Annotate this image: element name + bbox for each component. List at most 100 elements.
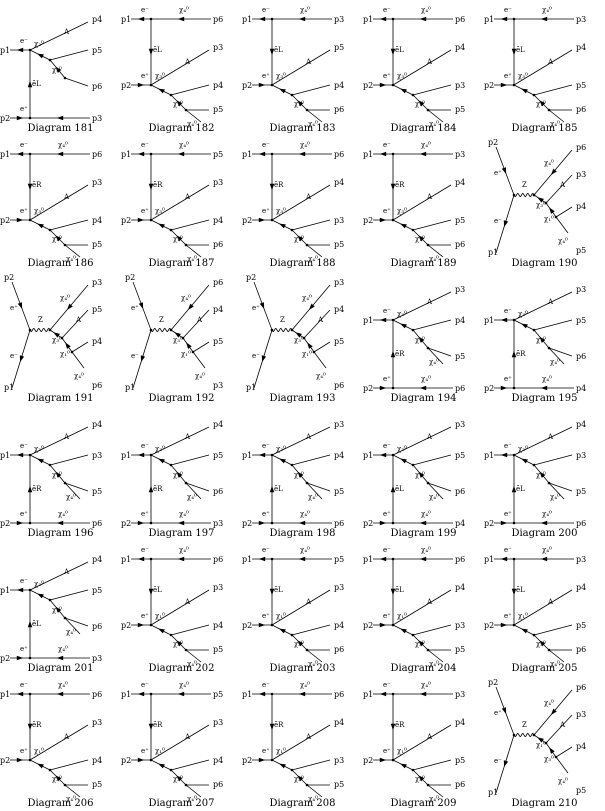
propagator-line [170, 219, 210, 231]
neutralino-label: χ₃⁰ [518, 310, 528, 318]
arrow-head [379, 622, 387, 628]
propagator-line [555, 216, 569, 234]
propagator-line [392, 291, 452, 321]
propagator-line [533, 84, 573, 96]
momentum-label: p3 [92, 178, 102, 187]
momentum-label: p2 [121, 621, 131, 630]
neutralino-label: χ₃⁰ [173, 640, 183, 648]
momentum-label: p5 [455, 105, 465, 114]
propagator-line [392, 49, 452, 86]
momentum-label: p4 [92, 337, 102, 346]
momentum-label: p2 [0, 114, 10, 123]
neutralino-label: χ₄⁰ [187, 660, 197, 668]
arrow-head [279, 763, 286, 769]
momentum-label: p4 [213, 621, 223, 630]
momentum-label: p5 [92, 780, 102, 789]
arrow-head [400, 763, 407, 769]
momentum-label: p5 [213, 645, 223, 654]
arrow-head [297, 775, 304, 782]
arrow-head [258, 622, 266, 628]
propagator-line [271, 49, 331, 86]
electron-label: e⁺ [504, 510, 512, 518]
diagram-caption: Diagram 198 [269, 528, 336, 539]
propagator-line [49, 759, 89, 771]
arrow-head [379, 82, 387, 88]
neutralino-label: χ₄⁰ [542, 546, 552, 554]
electron-label: e⁺ [383, 510, 391, 518]
neutralino-label: χ₁⁰ [294, 100, 304, 108]
arrow-head [539, 336, 546, 343]
diagram-caption: Diagram 193 [269, 393, 336, 404]
propagator-line [64, 77, 89, 87]
arrow-head [418, 336, 425, 343]
electron-label: e⁻ [10, 352, 18, 360]
boson-label: A [426, 58, 433, 66]
propagator-line [427, 109, 444, 123]
momentum-label: p2 [363, 81, 373, 90]
momentum-label: p3 [213, 519, 223, 528]
selectron-label: ẽR [153, 181, 163, 189]
neutralino-label: χ₄⁰ [302, 294, 312, 302]
momentum-label: p4 [92, 555, 102, 564]
arrow-head [55, 235, 62, 242]
electron-label: e⁻ [20, 37, 28, 45]
propagator-line [555, 756, 569, 774]
arrow-head [137, 151, 145, 157]
electron-label: e⁻ [141, 442, 149, 450]
boson-label: A [63, 733, 70, 741]
arrow-head [521, 628, 528, 634]
neutralino-label: χ₄⁰ [187, 120, 197, 128]
momentum-label: p6 [455, 780, 465, 789]
arrow-head [298, 691, 306, 697]
propagator-line [548, 347, 573, 357]
arrow-head [176, 235, 183, 242]
boson-label: A [305, 193, 312, 201]
momentum-label: p5 [92, 487, 102, 496]
arrow-head [379, 385, 387, 391]
momentum-label: p1 [121, 15, 131, 24]
propagator-line [306, 482, 331, 492]
neutralino-label: χ₄⁰ [179, 510, 189, 518]
propagator-line [29, 21, 89, 51]
neutralino-label: χ₁⁰ [52, 606, 62, 614]
momentum-label: p5 [334, 240, 344, 249]
arrow-head [500, 82, 508, 88]
arrow-head [550, 708, 557, 715]
arrow-head [501, 707, 507, 714]
boson-label: A [547, 598, 554, 606]
electron-label: e⁻ [141, 141, 149, 149]
momentum-label: p6 [576, 143, 586, 152]
electron-label: e⁺ [383, 747, 391, 755]
neutralino-label: χ₁⁰ [536, 100, 546, 108]
selectron-label: ẽL [32, 620, 41, 628]
neutralino-label: χ₃⁰ [536, 640, 546, 648]
boson-label: A [305, 733, 312, 741]
neutralino-label: χ₄⁰ [308, 493, 318, 501]
momentum-label: p3 [576, 285, 586, 294]
arrow-head [379, 317, 387, 323]
neutralino-label: χ₁⁰ [173, 100, 183, 108]
propagator-line [170, 454, 210, 466]
propagator-line [29, 426, 89, 456]
arrow-head [390, 588, 396, 596]
momentum-label: p4 [92, 420, 102, 429]
neutralino-label: χ₃⁰ [173, 775, 183, 783]
neutralino-label: χ₄⁰ [179, 6, 189, 14]
selectron-label: ẽL [395, 46, 404, 54]
neutralino-label: χ₃⁰ [173, 336, 183, 344]
neutralino-label: χ₄⁰ [300, 681, 310, 689]
electron-label: e⁺ [10, 304, 18, 312]
arrow-head [500, 317, 508, 323]
